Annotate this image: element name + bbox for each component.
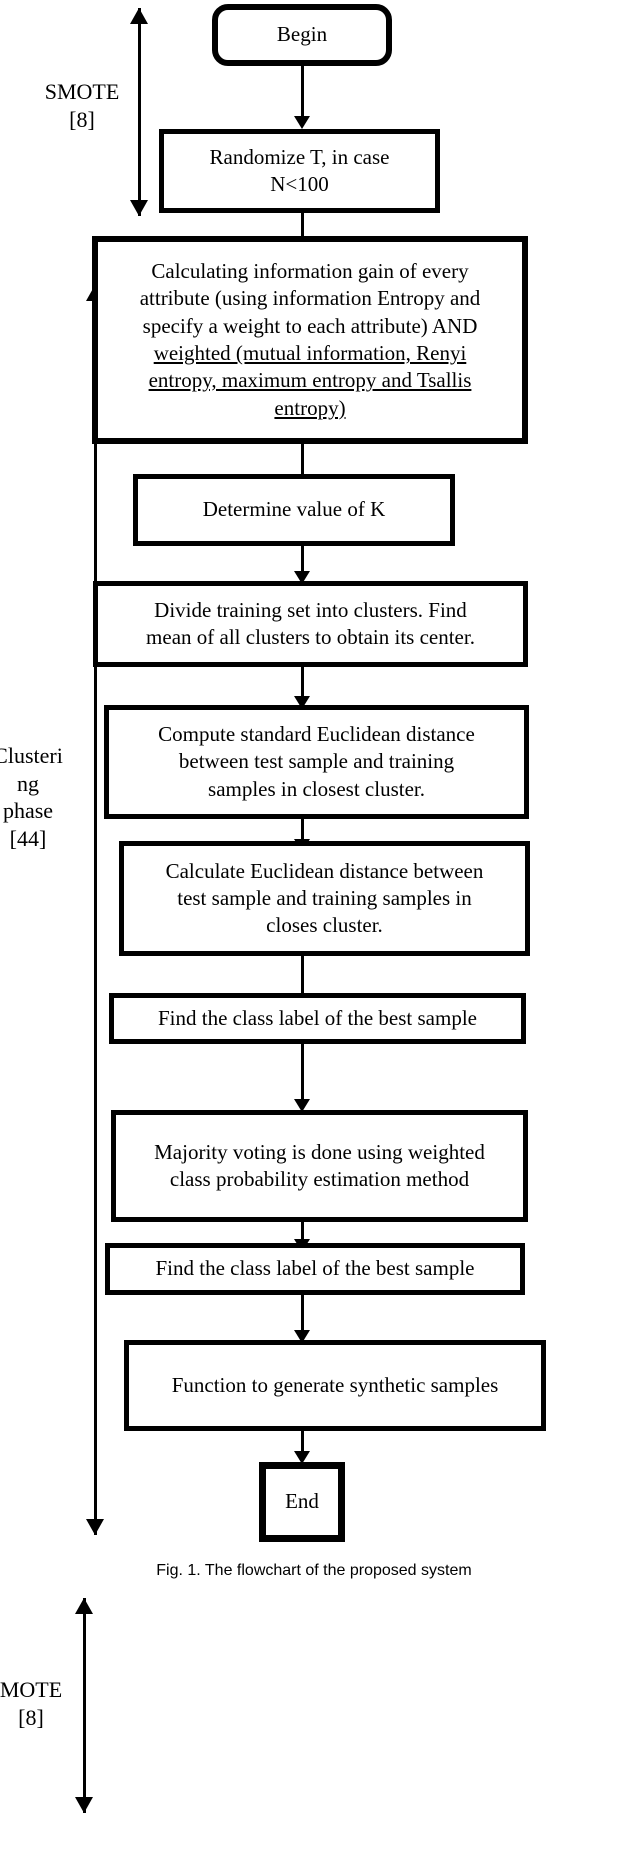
connector-findlabel2-to-synthetic [294, 1295, 310, 1343]
node-divide-clusters-label: Divide training set into clusters. Find … [146, 597, 475, 649]
node-compute-distance-label: Compute standard Euclidean distance betw… [158, 722, 475, 801]
arrowhead-down-icon [294, 1099, 310, 1112]
node-divide-clusters[interactable]: Divide training set into clusters. Find … [93, 581, 528, 667]
node-begin-label: Begin [276, 22, 328, 47]
node-end-label: End [285, 1489, 319, 1514]
phase-arrow-stem [137, 8, 141, 216]
arrowhead-down-icon [294, 116, 310, 129]
arrowhead-down-icon [294, 1451, 310, 1464]
phase-arrow-stem [82, 1598, 86, 1813]
connector-divide-to-compute [294, 667, 310, 709]
connector-stem [300, 546, 304, 573]
node-randomize-label: Randomize T, in case N<100 [209, 144, 390, 196]
node-information-gain-line-5: entropy, maximum entropy and Tsallis [148, 368, 472, 393]
node-determine-k[interactable]: Determine value of K [133, 474, 455, 546]
connector-determinek-to-divide [294, 546, 310, 584]
arrowhead-down-icon [86, 1519, 104, 1535]
connector-stem [300, 1295, 304, 1332]
node-compute-distance[interactable]: Compute standard Euclidean distance betw… [104, 705, 529, 819]
node-find-label-second-label: Find the class label of the best sample [155, 1256, 475, 1281]
node-generate-synthetic-label: Function to generate synthetic samples [171, 1372, 499, 1397]
connector-synthetic-to-end [294, 1431, 310, 1464]
arrowhead-down-icon [294, 571, 310, 584]
side-label-smote-bottom: MOTE [8] [0, 1677, 63, 1730]
smote-bottom-phase-arrow [75, 1598, 93, 1813]
node-information-gain-line-2: attribute (using information Entropy and [139, 286, 481, 311]
connector-stem [300, 1431, 304, 1453]
smote-top-phase-arrow [130, 8, 148, 216]
connector-stem [300, 66, 304, 118]
node-calculate-distance[interactable]: Calculate Euclidean distance between tes… [119, 841, 530, 956]
node-generate-synthetic[interactable]: Function to generate synthetic samples [124, 1340, 546, 1431]
connector-findlabel1-to-majority [294, 1044, 310, 1112]
connector-stem [300, 1222, 304, 1241]
phase-arrow-stem [93, 285, 97, 1535]
node-information-gain-line-1: Calculating information gain of every [151, 259, 469, 284]
arrowhead-down-icon [130, 200, 148, 216]
connector-stem [300, 213, 304, 257]
node-determine-k-label: Determine value of K [202, 497, 386, 522]
node-find-label-second[interactable]: Find the class label of the best sample [105, 1243, 525, 1295]
node-find-label-first-label: Find the class label of the best sample [157, 1005, 477, 1030]
connector-stem [300, 819, 304, 841]
figure-caption: Fig. 1. The flowchart of the proposed sy… [156, 1562, 472, 1579]
connector-stem [300, 956, 304, 998]
node-majority-voting-label: Majority voting is done using weighted c… [154, 1139, 485, 1191]
node-calculate-distance-label: Calculate Euclidean distance between tes… [165, 858, 484, 938]
node-find-label-first[interactable]: Find the class label of the best sample [109, 993, 526, 1044]
node-information-gain-line-6: entropy) [274, 395, 346, 420]
clustering-phase-arrow [86, 285, 104, 1535]
side-label-smote-top: SMOTE [8] [44, 79, 120, 132]
node-end[interactable]: End [259, 1462, 345, 1542]
node-randomize[interactable]: Randomize T, in case N<100 [159, 129, 440, 213]
node-information-gain-line-4: weighted (mutual information, Renyi [153, 341, 467, 365]
node-majority-voting[interactable]: Majority voting is done using weighted c… [111, 1110, 528, 1222]
arrowhead-up-icon [130, 8, 148, 24]
connector-stem [300, 667, 304, 698]
node-begin[interactable]: Begin [212, 4, 392, 66]
connector-stem [300, 444, 304, 485]
connector-stem [300, 1044, 304, 1101]
side-label-clustering-phase: Clusteri ng phase [44] [0, 743, 63, 852]
arrowhead-down-icon [75, 1797, 93, 1813]
arrowhead-down-icon [294, 1330, 310, 1343]
node-information-gain-line-3: specify a weight to each attribute) AND [142, 313, 478, 338]
arrowhead-up-icon [75, 1598, 93, 1614]
connector-begin-to-randomize [294, 66, 310, 129]
node-information-gain[interactable]: Calculating information gain of every at… [92, 236, 528, 444]
